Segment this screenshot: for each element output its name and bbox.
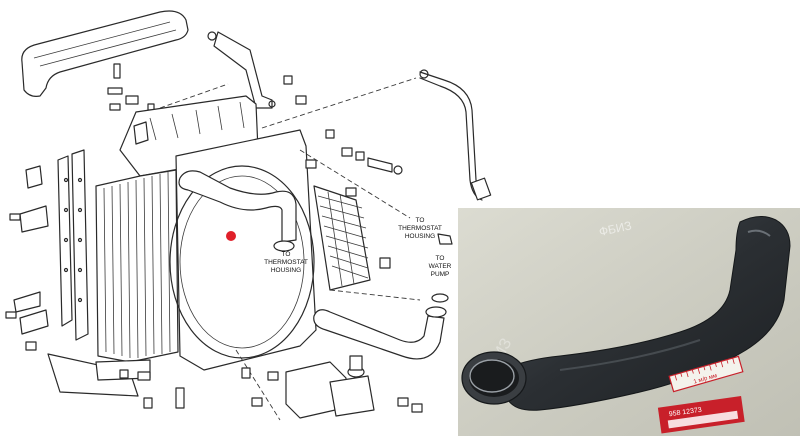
product-tag: 958 12373 xyxy=(657,396,745,434)
upper-bracket xyxy=(213,31,273,109)
hose-product-photo: ФБИЗ ФБИЗ 1 м/р мм 958 12373 xyxy=(458,208,800,436)
bolt-set-top xyxy=(107,63,307,111)
left-brackets xyxy=(5,165,49,351)
fan-ring xyxy=(169,165,315,359)
top-handle-rail xyxy=(21,10,189,97)
core-fins xyxy=(103,171,171,359)
bypass-pipe xyxy=(419,71,485,195)
callout-thermostat-right-1: THERMOSTAT xyxy=(398,225,442,232)
callout-water-pump-1: WATER xyxy=(429,263,452,270)
callout-thermostat-center-2: HOUSING xyxy=(271,267,301,274)
callout-thermostat-right-0: TO xyxy=(416,217,425,224)
fan-guard-grille xyxy=(313,185,371,291)
callout-thermostat-right-2: HOUSING xyxy=(405,233,435,240)
photo-watermark-top: ФБИЗ xyxy=(598,218,633,239)
callout-thermostat-center-0: TO xyxy=(282,251,291,258)
tag-number: 958 12373 xyxy=(668,407,702,419)
callout-water-pump-2: PUMP xyxy=(431,271,450,278)
radiator-drawing: TO THERMOSTAT HOUSING xyxy=(5,10,492,421)
lower-radiator-hose-drawing xyxy=(313,309,445,360)
location-marker xyxy=(226,231,236,241)
routing-dashes xyxy=(159,77,421,421)
callout-thermostat-center-1: THERMOSTAT xyxy=(264,259,308,266)
right-bolt-set xyxy=(305,129,403,269)
callout-water-pump-0: TO xyxy=(436,255,445,262)
side-strip-left-2 xyxy=(71,149,89,341)
bottom-mount-assembly xyxy=(175,355,423,419)
filler-cap xyxy=(133,121,149,145)
upper-radiator-hose-drawing xyxy=(178,170,297,243)
